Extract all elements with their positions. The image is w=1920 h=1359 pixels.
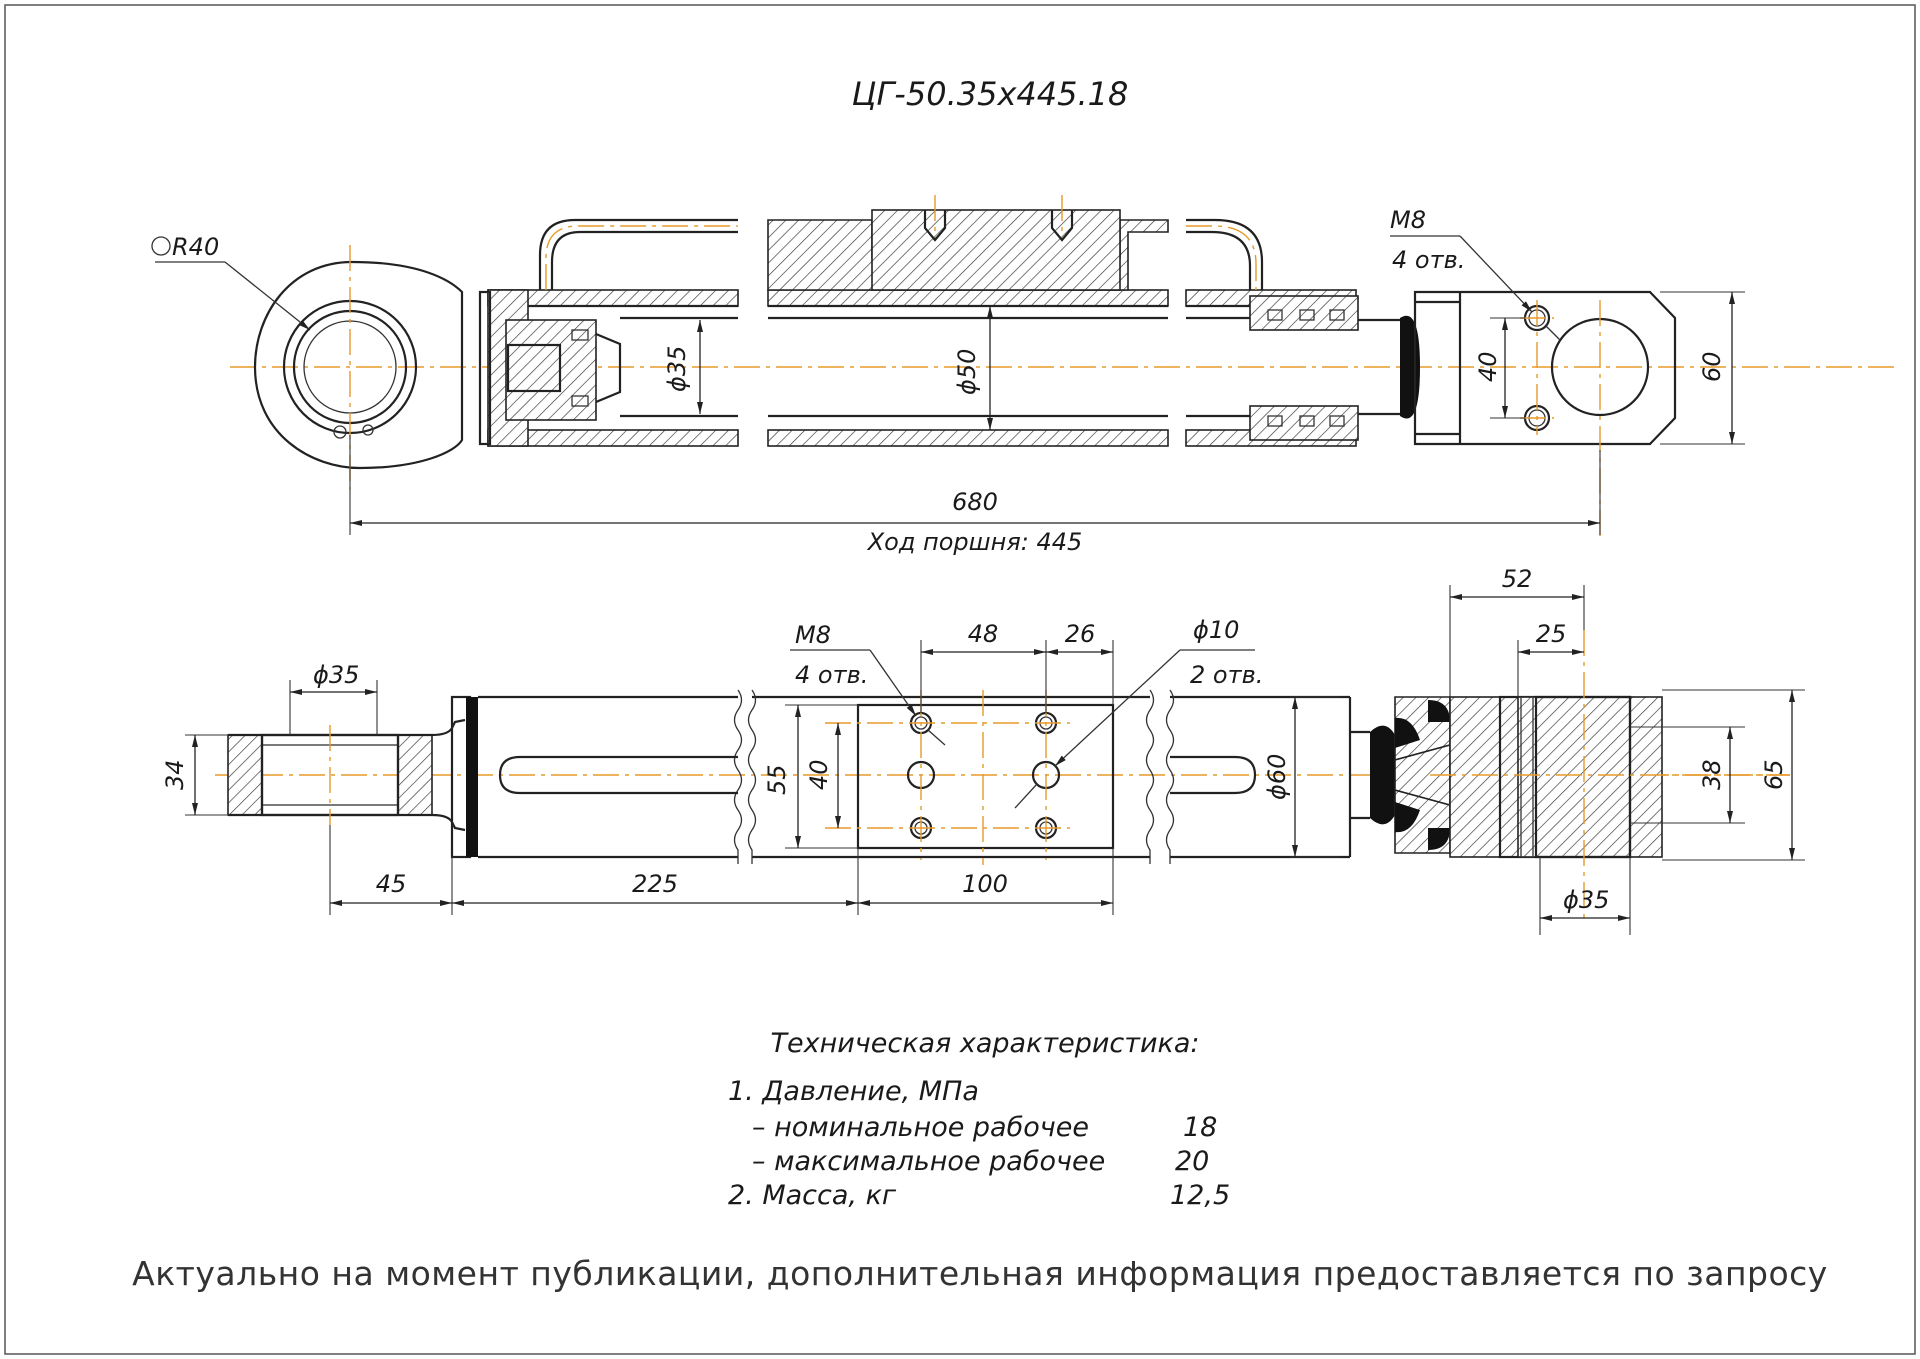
spec-row-label: 1. Давление, МПа [728, 1076, 979, 1107]
dim-45: 45 [376, 870, 407, 898]
thread-holes-bottom: 4 отв. [795, 661, 868, 689]
dim-100: 100 [962, 870, 1008, 898]
eye-bore-label: ϕ35 [313, 661, 359, 689]
spec-row-value: 18 [1183, 1112, 1217, 1143]
specs-block: Техническая характеристика: 1. Давление,… [728, 1028, 1230, 1211]
stroke-label: Ход поршня: 445 [866, 528, 1083, 556]
tube-diameter-label: ϕ60 [1263, 754, 1291, 800]
dim-225: 225 [632, 870, 678, 898]
footer-note: Актуально на момент публикации, дополнит… [132, 1254, 1828, 1293]
end-bore-label: ϕ35 [1563, 886, 1609, 914]
hole-label: ϕ10 [1193, 616, 1239, 644]
cylinder-body-top: ϕ35 ϕ50 [478, 195, 1420, 447]
rod-eye-top [253, 245, 464, 490]
bore-label-top: ϕ35 [663, 346, 691, 392]
radius-label: R40 [172, 233, 219, 261]
dim-52: 52 [1502, 565, 1533, 593]
rod-end-bottom [1348, 630, 1790, 920]
dim-40-top: 40 [1474, 351, 1502, 382]
sheet-frame [4, 4, 1916, 1355]
rod-head-top [1413, 290, 1677, 540]
specs-heading: Техническая характеристика: [771, 1028, 1200, 1059]
thread-holes-top: 4 отв. [1392, 246, 1465, 274]
overall-length: 680 [952, 488, 998, 516]
spec-row-label: – максимальное рабочее [752, 1146, 1105, 1177]
dim-40-bottom: 40 [805, 759, 833, 790]
radius-symbol [151, 236, 171, 256]
thread-label-bottom: М8 [795, 621, 831, 649]
rod-eye-bottom [227, 718, 466, 832]
bottom-view: ϕ35 34 [161, 565, 1805, 935]
dim-48: 48 [968, 620, 999, 648]
thread-label-top: М8 [1390, 206, 1426, 234]
hole-count: 2 отв. [1190, 661, 1263, 689]
dim-38: 38 [1698, 759, 1726, 790]
spec-row-value: 12,5 [1170, 1180, 1230, 1211]
dim-25: 25 [1536, 620, 1567, 648]
dim-26: 26 [1065, 620, 1096, 648]
eye-width-label: 34 [161, 759, 189, 790]
dim-65: 65 [1760, 759, 1788, 790]
dim-60-top: 60 [1698, 351, 1726, 382]
cylinder-label-top: ϕ50 [953, 349, 981, 395]
drawing-title: ЦГ-50.35х445.18 [852, 75, 1129, 113]
spec-row-value: 20 [1175, 1146, 1209, 1177]
dim-55: 55 [763, 764, 791, 795]
spec-row-label: – номинальное рабочее [752, 1112, 1089, 1143]
spec-row-label: 2. Масса, кг [728, 1180, 897, 1211]
cylinder-tube-bottom [450, 689, 1350, 865]
top-view: R40 [151, 195, 1900, 556]
